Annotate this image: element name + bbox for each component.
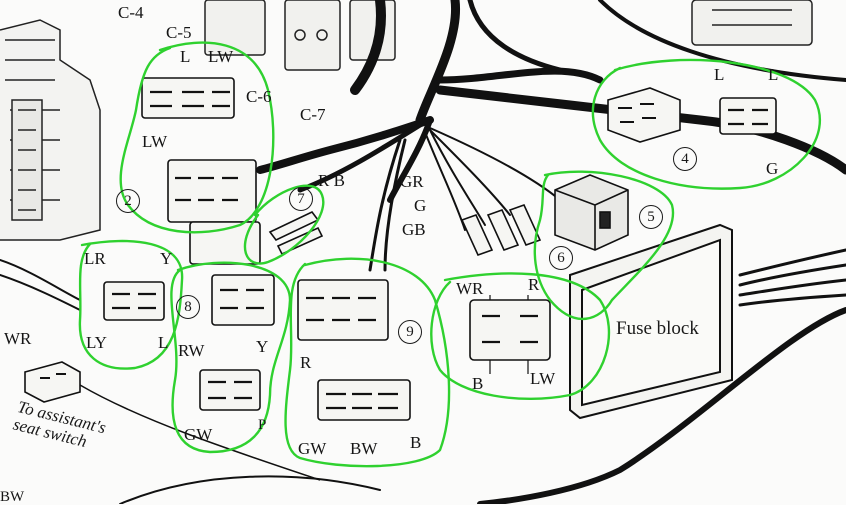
wire-label: GB — [402, 220, 426, 239]
highlight-lr — [78, 239, 184, 370]
callout-9: 9 — [398, 320, 422, 344]
connector-6 — [469, 295, 551, 374]
fuse-connectors — [460, 203, 542, 257]
wire-label: GW — [298, 439, 327, 458]
wire-label: BW — [0, 489, 25, 505]
label-c7: C-7 — [300, 105, 326, 124]
connector-8-bottom — [199, 369, 261, 411]
connector-8-top — [211, 274, 275, 326]
highlight-4 — [591, 58, 822, 190]
wire-label: WR — [4, 329, 32, 348]
wire-label: L — [158, 333, 169, 352]
connector-2-top — [141, 77, 235, 119]
connector-4-left — [607, 87, 681, 143]
highlight-8 — [170, 261, 292, 454]
callout-4: 4 — [673, 147, 697, 171]
wire-label: G — [766, 159, 779, 178]
wire-label: LW — [208, 47, 234, 66]
wire-label: LW — [142, 132, 168, 151]
highlight-6 — [430, 272, 611, 401]
callout-5: 5 — [639, 205, 663, 229]
wire-label: L — [714, 65, 725, 84]
wire-label: GR — [400, 172, 424, 191]
wire-label: L — [768, 65, 779, 84]
seat-switch-connector — [24, 361, 321, 481]
highlight-2 — [119, 41, 275, 234]
wire-label: P — [258, 417, 267, 433]
wire-label: LW — [530, 369, 556, 388]
callout-6: 6 — [549, 246, 573, 270]
wire-label: L — [180, 47, 191, 66]
callout-7: 7 — [289, 187, 313, 211]
label-c5: C-5 — [166, 23, 192, 42]
wire-label: R B — [318, 171, 345, 190]
label-c6: C-6 — [246, 87, 272, 106]
wire-label: LR — [84, 249, 106, 268]
wire-label: G — [414, 196, 427, 215]
connector-2-bottom — [167, 159, 257, 223]
connector-5 — [554, 174, 629, 251]
wire-label: B — [472, 374, 484, 393]
connector-lr — [103, 281, 165, 321]
fuse-block — [569, 223, 733, 420]
callout-2: 2 — [116, 189, 140, 213]
wire-label: Y — [160, 249, 173, 268]
callout-8: 8 — [176, 295, 200, 319]
connector-9-top — [297, 279, 389, 341]
wire-label: WR — [456, 279, 484, 298]
connector-stack-left — [0, 19, 101, 241]
wire-label: R — [528, 275, 540, 294]
connector-4-right — [719, 97, 777, 135]
highlight-9 — [284, 257, 451, 468]
connector-9-bottom — [317, 379, 411, 421]
wire-label: BW — [350, 439, 378, 458]
wire-label: R — [300, 353, 312, 372]
label-c4: C-4 — [118, 3, 144, 22]
fuse-block-label: Fuse block — [616, 318, 699, 339]
wire-label: RW — [178, 341, 205, 360]
wire-label: Y — [256, 337, 269, 356]
highlight-5 — [533, 170, 675, 320]
wire-label: B — [410, 433, 422, 452]
wire-label: LY — [86, 333, 107, 352]
wire-label: GW — [184, 425, 213, 444]
